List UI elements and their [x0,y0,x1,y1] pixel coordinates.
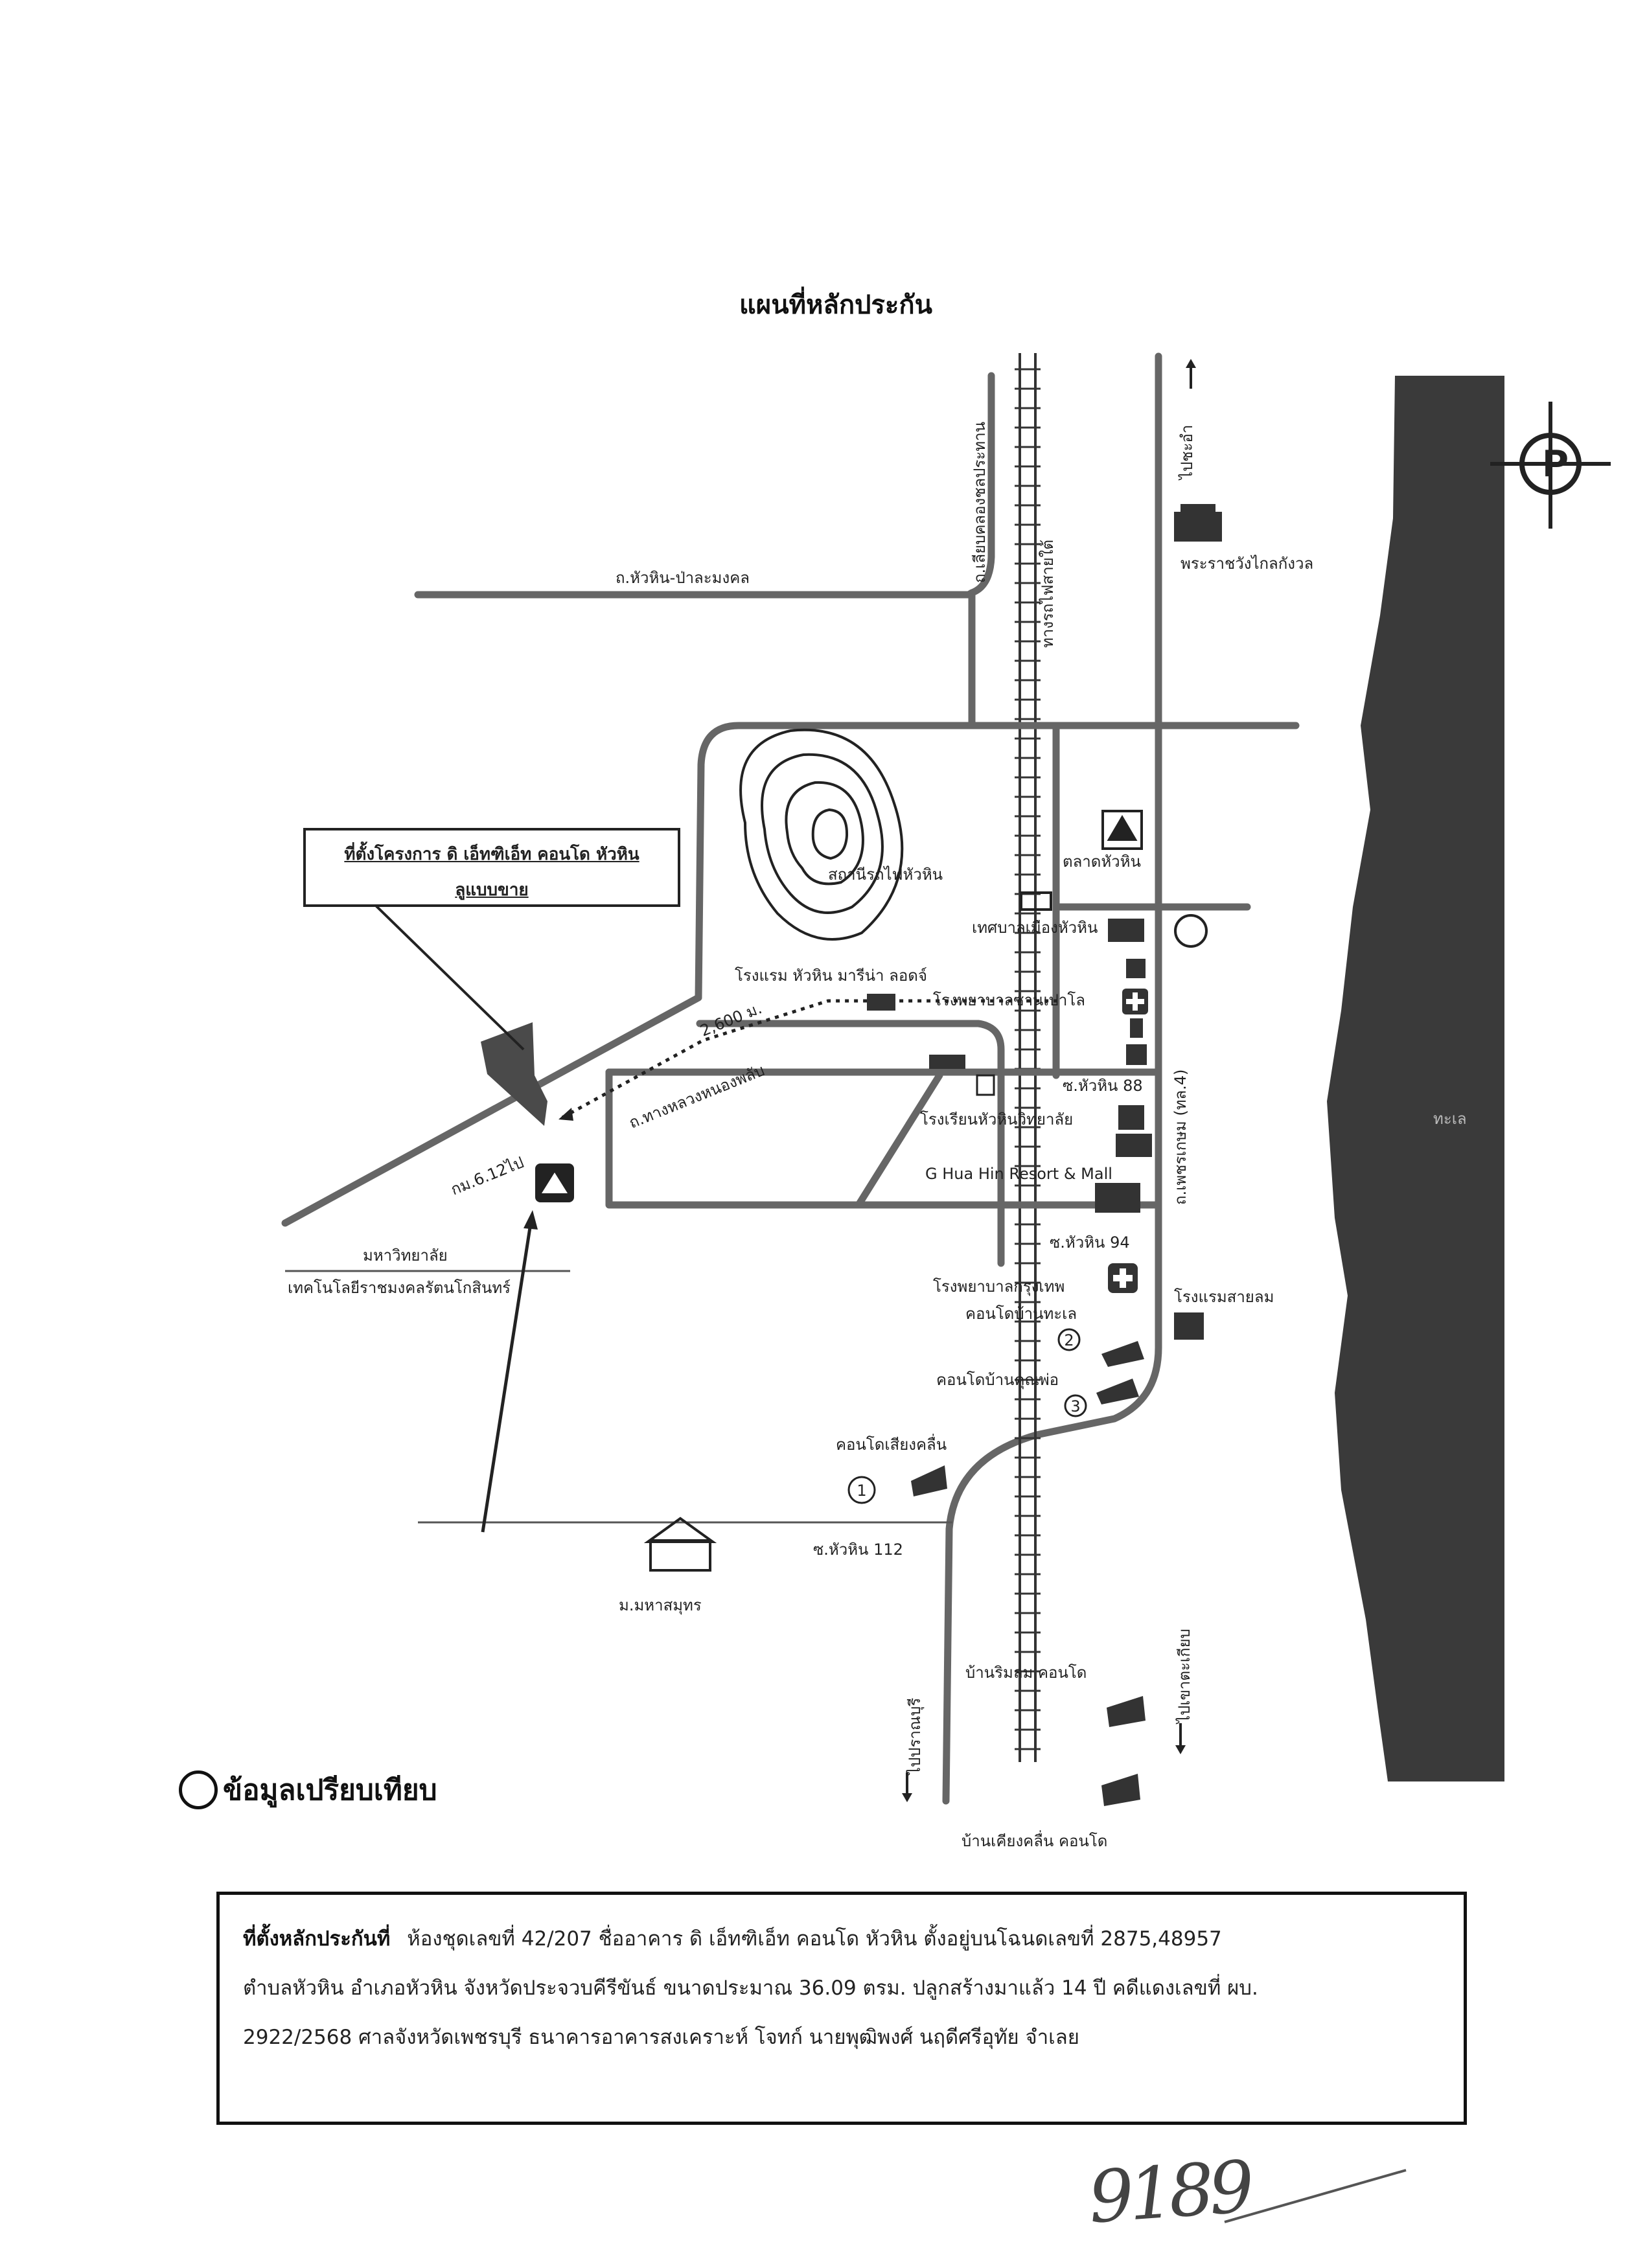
hospital-sanpaulo-icon [1122,989,1148,1014]
marker-1 [847,1476,876,1504]
station-icon [1020,891,1052,911]
mall-icon [1095,1183,1140,1213]
label-condo-ban-talay: คอนโดบ้านทะเล [965,1305,1077,1323]
municipality-icon [1108,919,1144,942]
south-arrow-left-head-icon [902,1793,912,1802]
condo-1-icon [911,1465,947,1496]
label-market: ตลาดหัวหิน [1063,853,1141,871]
road-to-project [281,994,702,1227]
label-to-pranburi: ไปปราณบุรี [906,1698,925,1776]
hospital-hua-hin-icon [1108,1263,1138,1293]
road-hua-hin-pa [414,591,976,729]
hill-contour-icon [739,728,904,941]
north-arrow-head-icon [1186,359,1196,368]
bank-icon [1126,959,1146,978]
info-line-2: ตำบลหัวหิน อำเภอหัวหิน จังหวัดประจวบคีรี… [243,1976,1258,2000]
label-soi-94: ซ.หัวหิน 94 [1050,1233,1130,1252]
compass-icon: P [1490,402,1611,529]
label-condo-rim-lom: บ้านริมลม คอนโด [965,1664,1087,1682]
route-arrow-icon [559,1108,573,1121]
condo-bottom-icon [1101,1774,1140,1806]
label-condo-siang: คอนโดเสียงคลื่น [836,1434,947,1454]
sea-label: ทะเล [1433,1110,1467,1128]
temple-icon [643,1517,717,1572]
label-school: โรงเรียนหัวหินวิทยาลัย [920,1110,1073,1128]
project-name: ที่ตั้งโครงการ ดิ เอ็ทฑิเอ็ท คอนโด หัวหิ… [344,845,639,864]
project-subtitle: ลูแบบขาย [455,880,529,900]
comparison-label: ข้อมูลเปรียบเทียบ [223,1774,437,1807]
label-distance: 2,600 ม. [698,999,765,1040]
university-arrow [481,1219,533,1533]
label-klong-road: ถ.เลียบคลองชลประทาน [971,422,989,583]
condo-2-icon [1101,1341,1144,1367]
road-diag [855,1071,943,1209]
label-soi-112: ซ.หัวหิน 112 [813,1541,903,1559]
label-railway: ทางรถไฟสายใต้ [1039,540,1057,648]
university-arrow-head-icon [524,1210,538,1230]
marker-1-label: 1 [857,1482,866,1500]
info-heading: ที่ตั้งหลักประกันที่ [243,1927,391,1951]
temple-bell-icon [1174,914,1208,948]
label-g-hua-hin: G Hua Hin Resort & Mall [925,1165,1112,1183]
road-inner-east [696,1020,1005,1267]
label-hospital-sanpaulo: โรงพยาบาลซานเปาโล [933,991,1085,1009]
label-palace: พระราชวังไกลกังวล [1181,555,1313,573]
marker-2 [1057,1328,1081,1351]
g-hua-hin-icon [1116,1134,1152,1157]
label-soi-88: ซ.หัวหิน 88 [1063,1077,1143,1095]
comparison-circle-icon [179,1770,218,1809]
project-callout: ที่ตั้งโครงการ ดิ เอ็ทฑิเอ็ท คอนโด หัวหิ… [303,828,680,907]
label-hotel-marina: โรงแรม หัวหิน มารีน่า ลอดจ์ [735,967,927,985]
svg-text:P: P [1542,443,1569,485]
info-line-1-text: ห้องชุดเลขที่ 42/207 ชื่ออาคาร ดิ เอ็ทฑิ… [407,1927,1222,1951]
marker-3 [1064,1394,1087,1417]
comparison-legend: ข้อมูลเปรียบเทียบ [179,1767,437,1813]
market-icon [1101,810,1143,850]
project-parcel [481,1022,547,1126]
condo-3-icon [1096,1379,1139,1404]
hotel-dusit-icon [1174,1312,1204,1340]
sea-area [1327,376,1504,1781]
label-university-1: มหาวิทยาลัย [363,1246,448,1265]
label-condo-ban-khun: คอนโดบ้านคุณพ่อ [936,1371,1059,1390]
info-line-1: ที่ตั้งหลักประกันที่ ห้องชุดเลขที่ 42/207… [243,1914,1440,1964]
university-sign-icon [535,1163,574,1202]
school-building-icon [1118,1105,1144,1130]
railway-line [1015,353,1041,1762]
info-icon [1130,1018,1143,1038]
marker-3-label: 3 [1070,1397,1080,1415]
map-title: แผนที่หลักประกัน [739,286,932,320]
hotel-marina-icon [867,994,895,1011]
road-inner-loop [605,1068,1162,1209]
label-main-road: ถ.เพชรเกษม (ทล.4) [1171,1069,1190,1205]
label-to-beach: ไปเขาตะเกียบ [1175,1629,1193,1724]
route-dotted [561,999,1063,1119]
condo-rim-lom-icon [1107,1696,1146,1727]
label-hospital-hua-hin: โรงพยาบาลกรุงเทพ [933,1277,1065,1296]
marker-2-label: 2 [1064,1331,1074,1349]
label-municipality: เทศบาลเมืองหัวหิน [972,919,1098,937]
shop-icon [1126,1044,1147,1065]
label-to-north: ไปชะอำ [1178,425,1196,481]
label-road-hua-hin-pa: ถ.หัวหิน-ป่าละมงคล [616,569,750,587]
handwritten-stroke [1224,2169,1407,2223]
south-arrow-right-head-icon [1175,1745,1186,1754]
label-station: สถานีรถไฟหัวหิน [828,865,943,884]
label-hotel-dusit: โรงแรมสายลม [1174,1288,1274,1306]
project-leader-line [374,904,525,1051]
school-icon [976,1074,995,1096]
label-condo-bottom: บ้านเคียงคลื่น คอนโด [962,1830,1107,1850]
info-line-3: 2922/2568 ศาลจังหวัดเพชรบุรี ธนาคารอาคาร… [243,2026,1079,2049]
collateral-info-box: ที่ตั้งหลักประกันที่ ห้องชุดเลขที่ 42/207… [216,1892,1467,2125]
label-temple: ม.มหาสมุทร [619,1596,702,1615]
label-university-2: เทคโนโลยีราชมงคลรัตนโกสินทร์ [288,1279,511,1297]
palace-icon [1174,504,1222,542]
label-km: กม.6.12ไป [448,1153,527,1198]
road-loop [695,722,976,1002]
sign-icon [929,1055,965,1069]
